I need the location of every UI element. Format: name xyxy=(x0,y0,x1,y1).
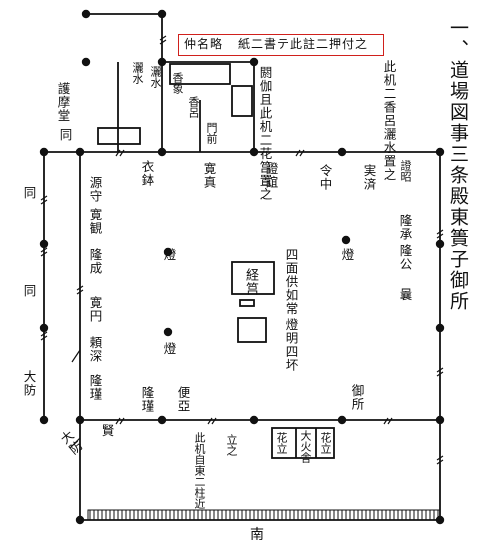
pillar-dot xyxy=(81,57,91,67)
seat-top-4: 令中 xyxy=(317,164,333,191)
label-taibou: 大防 xyxy=(21,370,37,397)
toumyou-note: 燈明四坏 xyxy=(283,318,299,372)
label-gosho: 御所 xyxy=(349,384,365,411)
pillar-dot xyxy=(435,147,445,157)
bottom-note-left: 花立 xyxy=(275,432,288,454)
label-dou-2: 同 xyxy=(21,284,37,298)
seat-right-2: 隆公 xyxy=(397,244,413,271)
lamp-2: 燈 xyxy=(339,248,355,262)
seat-top-far: 證昭 xyxy=(399,160,412,182)
seat-right-3: 曩 xyxy=(397,288,413,302)
highlighted-note-line2: 仲名略 xyxy=(184,38,223,50)
label-dou-1: 同 xyxy=(21,186,37,200)
seat-left-6: 隆瑾 xyxy=(87,374,103,401)
pillar-dot xyxy=(249,57,259,67)
label-ken: 賢 xyxy=(99,424,115,438)
highlighted-note-text: 紙二書テ此註二押付之 xyxy=(238,37,369,51)
pillar-dot xyxy=(157,57,167,67)
note-right-a: 此机二香呂灑水置之 xyxy=(381,60,397,182)
south-label: 南 xyxy=(250,527,265,543)
seat-left-5: 頼深 xyxy=(87,336,103,363)
pillar-dot xyxy=(81,9,91,19)
pillar-dot xyxy=(39,239,49,249)
pillar-dot xyxy=(75,147,85,157)
pillar-dot xyxy=(39,415,49,425)
note-kouro-shasui: 灑水 xyxy=(131,62,144,84)
note-kouro: 香呂 xyxy=(187,96,200,118)
note-shasui: 灑水 xyxy=(149,66,162,88)
label-gomadou: 護摩堂 xyxy=(55,82,71,123)
bottom-small-2: 立之 xyxy=(225,434,238,456)
pillar-dot xyxy=(157,147,167,157)
pillar-dot xyxy=(163,327,173,337)
pillar-dot xyxy=(163,247,173,257)
highlighted-note-line1: 紙二書テ此註二押付之 xyxy=(238,38,368,50)
seat-top-3: 證誼 xyxy=(263,162,279,189)
highlighted-note-subtext: 仲名略 xyxy=(184,37,224,51)
pillar-dot xyxy=(249,415,259,425)
pillar-dot xyxy=(75,415,85,425)
bottom-small-1: 此机自東二柱近 xyxy=(193,432,206,509)
seat-top-2: 寛真 xyxy=(201,162,217,189)
pillar-dot xyxy=(39,323,49,333)
pillar-dot xyxy=(435,515,445,525)
seat-left-4: 寛円 xyxy=(87,296,103,323)
seat-right-1: 隆承 xyxy=(397,214,413,241)
seat-top-1: 衣鉢 xyxy=(139,160,155,187)
lamp-3: 燈 xyxy=(161,342,177,356)
shikyou-note: 四面供如常 xyxy=(283,248,299,316)
pillar-dot xyxy=(337,147,347,157)
label-dou-top: 同 xyxy=(57,128,73,142)
diagram-title: 一、道場図事三条殿東簣子御所 xyxy=(447,18,469,312)
seat-left-2: 寛観 xyxy=(87,208,103,235)
pillar-dot xyxy=(157,415,167,425)
highlighted-note-box xyxy=(178,34,384,56)
pillar-dot xyxy=(341,235,351,245)
pillar-dot xyxy=(435,323,445,333)
note-right-b: 閼伽且此机二花筥置之 xyxy=(257,66,273,201)
pillar-dot xyxy=(435,239,445,249)
pillar-dot xyxy=(75,515,85,525)
bottom-note-right: 花立 xyxy=(319,432,332,454)
pillar-dot xyxy=(157,9,167,19)
note-mon-mae: 門前 xyxy=(205,122,218,144)
pillar-dot xyxy=(39,147,49,157)
pillar-dot xyxy=(249,147,259,157)
kyoubako-label: 経筥 xyxy=(243,268,258,296)
seat-left-1: 源守 xyxy=(87,176,103,203)
pillar-dot xyxy=(435,415,445,425)
seat-left-3: 隆成 xyxy=(87,248,103,275)
bottom-note-mid: 大火舎 xyxy=(299,430,312,463)
note-kozo: 香象 xyxy=(171,72,184,94)
pillar-dot xyxy=(337,415,347,425)
label-hiya: 便亞 xyxy=(175,386,191,413)
lamp-1: 燈 xyxy=(161,248,177,262)
seat-top-5: 実済 xyxy=(361,164,377,191)
label-ryuuken: 隆瑾 xyxy=(139,386,155,413)
